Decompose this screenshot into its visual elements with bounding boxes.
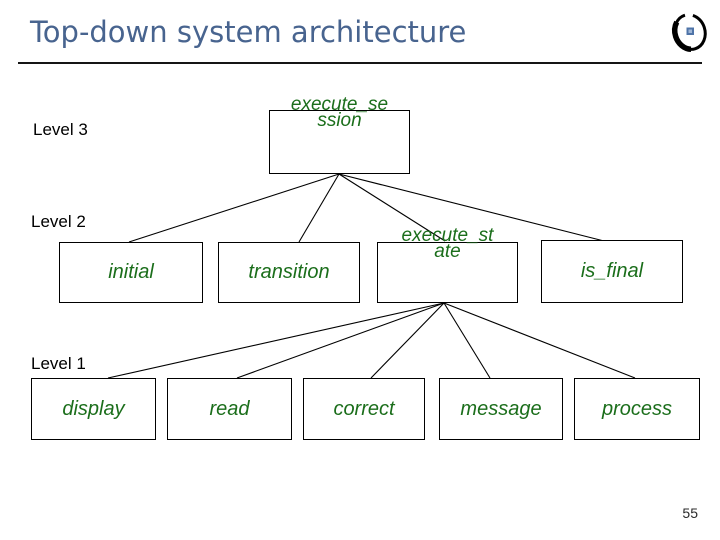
node-correct: correct bbox=[303, 378, 425, 440]
node-label: correct bbox=[333, 397, 395, 420]
node-label: initial bbox=[108, 261, 154, 283]
edge-execute_state-process bbox=[443, 302, 636, 379]
node-label: transition bbox=[248, 261, 330, 283]
node-process: process bbox=[574, 378, 700, 440]
node-initial: initial bbox=[59, 242, 203, 303]
node-label: is_final bbox=[580, 260, 644, 282]
title-divider bbox=[18, 62, 702, 64]
level-1-label: Level 1 bbox=[31, 354, 86, 373]
edge-execute_state-read bbox=[236, 302, 445, 379]
node-label: read bbox=[209, 397, 250, 420]
circle-dot-logo-icon bbox=[671, 11, 709, 53]
node-label: message bbox=[460, 397, 542, 420]
edge-execute_state-message bbox=[443, 302, 491, 379]
node-label: process bbox=[601, 397, 673, 420]
edge-execute_state-correct bbox=[370, 302, 445, 379]
edge-execute_session-transition bbox=[298, 173, 340, 243]
node-execute-state: execute_st ate bbox=[377, 226, 518, 303]
node-label: execute_se ssion bbox=[290, 94, 389, 131]
node-is-final: is_final bbox=[541, 240, 683, 303]
edge-execute_session-execute_state bbox=[338, 173, 446, 242]
edge-execute_session-initial bbox=[128, 173, 340, 243]
node-label: execute_st ate bbox=[401, 225, 494, 262]
node-transition: transition bbox=[218, 242, 360, 303]
level-2-label: Level 2 bbox=[31, 212, 86, 231]
level-3-label: Level 3 bbox=[33, 120, 88, 139]
slide-title: Top-down system architecture bbox=[30, 15, 467, 49]
edge-execute_session-is_final bbox=[338, 173, 605, 242]
node-message: message bbox=[439, 378, 563, 440]
edge-execute_state-display bbox=[107, 302, 445, 379]
node-label: display bbox=[62, 397, 125, 420]
node-read: read bbox=[167, 378, 292, 440]
node-execute-session: execute_se ssion bbox=[269, 95, 410, 174]
page-number: 55 bbox=[682, 505, 698, 521]
node-display: display bbox=[31, 378, 156, 440]
